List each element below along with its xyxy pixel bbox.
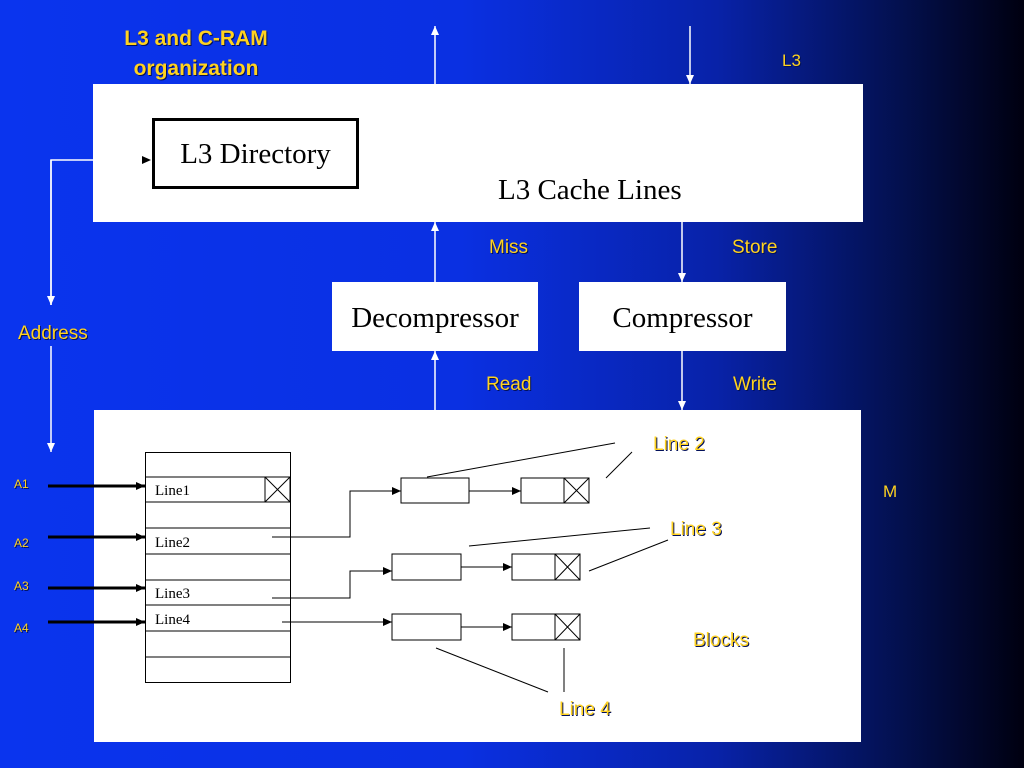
read-label: Read — [486, 374, 532, 395]
callout-leaders — [426, 442, 669, 693]
line4-block-2 — [511, 613, 581, 641]
decompressor-box — [332, 282, 538, 351]
line2-block-1 — [400, 477, 470, 504]
table-row-line2: Line2 — [155, 535, 190, 551]
compressor-box — [579, 282, 786, 351]
line2-block-2 — [520, 477, 590, 504]
table-row-line3: Line3 — [155, 586, 190, 602]
blocks-label: Blocks — [693, 630, 749, 651]
line1-invalid-mark — [264, 476, 291, 503]
line-table-rows — [145, 476, 291, 658]
line3-block-2 — [511, 553, 581, 581]
l3-region-label: L3 — [782, 51, 801, 70]
slide-title: L3 and C-RAM organization — [96, 24, 296, 84]
table-row-line4: Line4 — [155, 612, 190, 628]
line3-block-1 — [391, 553, 462, 581]
memory-region-label: M — [883, 482, 898, 501]
address-a3-label: A3 — [14, 579, 29, 593]
decompressor-label: Decompressor — [351, 302, 519, 334]
address-a1-label: A1 — [14, 477, 29, 491]
line3-end-mark — [554, 553, 581, 581]
line2-pointer — [272, 487, 401, 538]
address-to-directory-arrow — [50, 156, 151, 305]
l3-directory-label: L3 Directory — [180, 138, 331, 170]
line2-end-mark — [563, 477, 590, 504]
address-a2-label: A2 — [14, 536, 29, 550]
l3-directory-box — [152, 118, 359, 189]
line-table — [145, 452, 291, 683]
l3-cache-lines-label: L3 Cache Lines — [498, 174, 682, 206]
store-label: Store — [732, 237, 778, 258]
address-a4-label: A4 — [14, 621, 29, 635]
address-label: Address — [18, 323, 88, 344]
line2-callout: Line 2 — [653, 434, 705, 455]
table-row-line1: Line1 — [155, 483, 190, 499]
line4-end-mark — [554, 613, 581, 641]
line4-block-1 — [391, 613, 462, 641]
compressor-label: Compressor — [612, 302, 753, 334]
line4-callout: Line 4 — [559, 699, 611, 720]
title-line-2: organization — [133, 57, 259, 80]
write-label: Write — [733, 374, 777, 395]
line3-callout: Line 3 — [670, 519, 722, 540]
title-line-1: L3 and C-RAM — [124, 27, 268, 50]
miss-label: Miss — [489, 237, 529, 258]
line3-pointer — [272, 567, 392, 599]
